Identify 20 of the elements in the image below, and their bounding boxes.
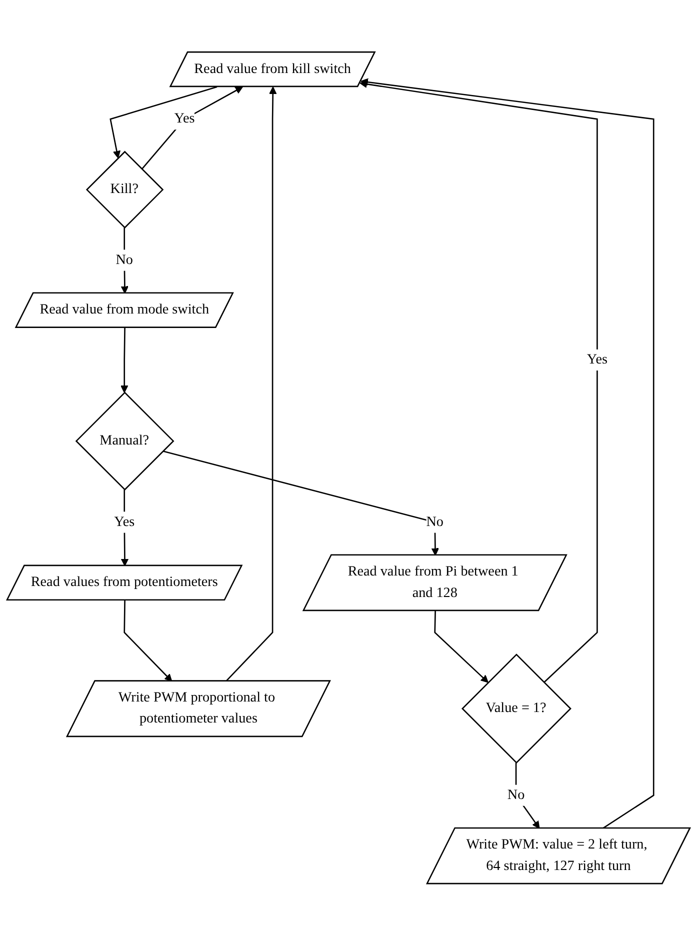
arrow [120, 327, 128, 393]
arrow [162, 450, 440, 556]
arrow [225, 86, 277, 682]
arrow [141, 86, 243, 170]
edge-label: Yes [586, 352, 608, 367]
arrow [360, 78, 654, 829]
edge-label: Yes [174, 110, 195, 126]
edge-label: No [426, 514, 444, 529]
edge-label: Yes [114, 514, 135, 529]
node-diamond: Kill? [86, 150, 164, 228]
arrow [110, 86, 218, 158]
arrow [434, 610, 488, 682]
arrow [124, 600, 172, 682]
arrow [515, 762, 540, 828]
edge-label: No [507, 787, 525, 802]
edge-label: No [116, 252, 133, 267]
arrow [120, 489, 129, 566]
arrow [360, 80, 598, 683]
node-diamond: Manual? [75, 391, 174, 490]
node-diamond: Value = 1? [461, 653, 572, 764]
